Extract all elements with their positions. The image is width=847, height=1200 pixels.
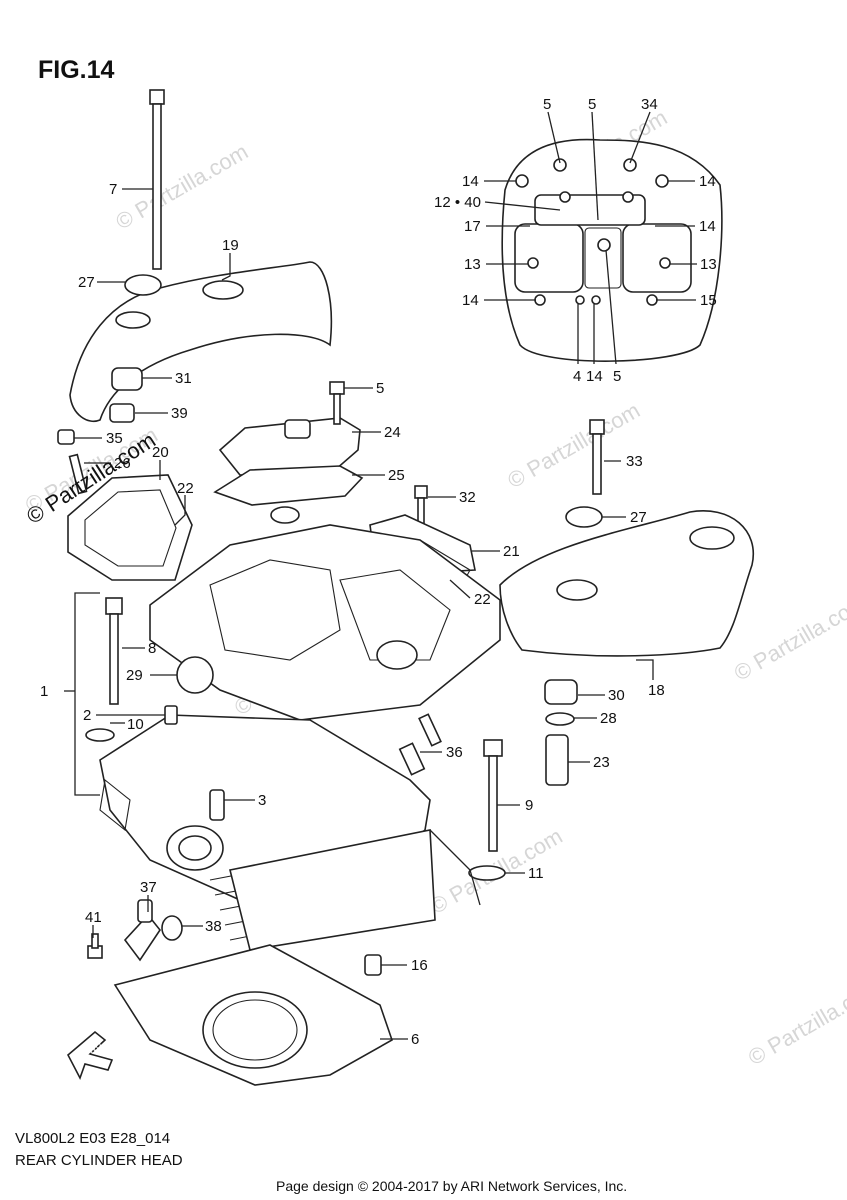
callout-27b: 27 (630, 509, 647, 526)
callout-22: 22 (177, 480, 194, 497)
inset-cover-detail (501, 138, 723, 362)
inset-callout-15: 15 (700, 292, 717, 309)
cylinder-head-1 (99, 506, 501, 951)
pin-2 (164, 705, 178, 725)
callout-30: 30 (608, 687, 625, 704)
bolt-35 (57, 429, 75, 445)
callout-25: 25 (388, 467, 405, 484)
callout-23: 23 (593, 754, 610, 771)
callout-37: 37 (140, 879, 157, 896)
inset-callout-12-40: 12 • 40 (434, 194, 481, 211)
gasket-25 (213, 465, 364, 506)
bolt-8 (105, 597, 123, 705)
callout-27: 27 (78, 274, 95, 291)
callout-36: 36 (446, 744, 463, 761)
pipe-37 (123, 899, 161, 962)
watermark-text: © Partzilla.com (503, 397, 644, 493)
washer-10 (85, 728, 115, 742)
right-head-cover-18 (499, 510, 755, 657)
watermark-text: © Partzilla.com (744, 974, 847, 1070)
bolt-5-top (329, 381, 345, 425)
inset-callout-13b: 13 (700, 256, 717, 273)
damper-30 (544, 679, 578, 705)
callout-3: 3 (258, 792, 266, 809)
bolt-26 (68, 453, 88, 495)
callout-18: 18 (648, 682, 665, 699)
oil-seal-29 (176, 656, 214, 694)
callout-20: 20 (152, 444, 169, 461)
callout-6: 6 (411, 1031, 419, 1048)
callout-labels: 7 19 27 31 39 35 26 20 22 5 24 25 32 21 … (40, 96, 717, 1048)
inset-callout-5c: 5 (613, 368, 621, 385)
callout-32: 32 (459, 489, 476, 506)
callout-7: 7 (109, 181, 117, 198)
left-head-cover-19 (69, 261, 333, 422)
inset-callout-4: 4 (573, 368, 581, 385)
callout-31: 31 (175, 370, 192, 387)
callout-22b: 22 (474, 591, 491, 608)
inset-callout-34: 34 (641, 96, 658, 113)
page-credit: Page design © 2004-2017 by ARI Network S… (276, 1178, 628, 1194)
callout-19: 19 (222, 237, 239, 254)
inset-callout-13: 13 (464, 256, 481, 273)
callout-8: 8 (148, 640, 156, 657)
inset-callout-14: 14 (462, 173, 479, 190)
callout-1: 1 (40, 683, 48, 700)
rocker-cover-24 (218, 417, 361, 476)
callout-10: 10 (127, 716, 144, 733)
side-cover-20 (67, 474, 193, 581)
callout-29: 29 (126, 667, 143, 684)
inset-callout-14d: 14 (462, 292, 479, 309)
callout-41: 41 (85, 909, 102, 926)
bolt-41 (87, 933, 103, 959)
callout-16: 16 (411, 957, 428, 974)
callout-38: 38 (205, 918, 222, 935)
damper-31 (111, 367, 143, 391)
inset-callout-5: 5 (543, 96, 551, 113)
inset-callout-5b: 5 (588, 96, 596, 113)
callout-5: 5 (376, 380, 384, 397)
callout-35: 35 (106, 430, 123, 447)
callout-26: 26 (114, 455, 131, 472)
callout-2: 2 (83, 707, 91, 724)
dowel-16 (364, 954, 382, 976)
head-gasket-6 (113, 944, 393, 1086)
watermark-text: © Partzilla.com (111, 139, 252, 235)
leader-lines (64, 111, 697, 1040)
callout-9: 9 (525, 797, 533, 814)
inset-callout-14b: 14 (699, 173, 716, 190)
bolt-32 (414, 485, 428, 525)
washer-28 (545, 712, 575, 726)
inset-callout-14c: 14 (699, 218, 716, 235)
stud-3 (209, 789, 225, 821)
grommet-27-right (565, 506, 603, 528)
collar-23 (545, 734, 569, 786)
callout-21: 21 (503, 543, 520, 560)
figure-title: FIG.14 (38, 56, 115, 84)
fwd-arrow-icon: FWD (66, 1030, 114, 1080)
inset-callout-14e: 14 (586, 368, 603, 385)
collar-39 (109, 403, 135, 423)
callout-33: 33 (626, 453, 643, 470)
bolt-33 (589, 419, 605, 495)
bolt-9 (483, 739, 503, 852)
callout-11: 11 (528, 865, 544, 882)
watermark-text: © Partzilla.com (730, 590, 847, 686)
washer-11 (468, 865, 506, 881)
o-ring-38 (161, 915, 183, 941)
model-code: VL800L2 E03 E28_014 (15, 1130, 171, 1147)
inset-callout-17: 17 (464, 218, 481, 235)
bolt-7 (149, 89, 165, 270)
callout-39: 39 (171, 405, 188, 422)
diagram-name: REAR CYLINDER HEAD (15, 1152, 183, 1169)
callout-28: 28 (600, 710, 617, 727)
grommet-27 (124, 274, 162, 296)
spark-plug-36 (398, 713, 442, 776)
callout-24: 24 (384, 424, 401, 441)
